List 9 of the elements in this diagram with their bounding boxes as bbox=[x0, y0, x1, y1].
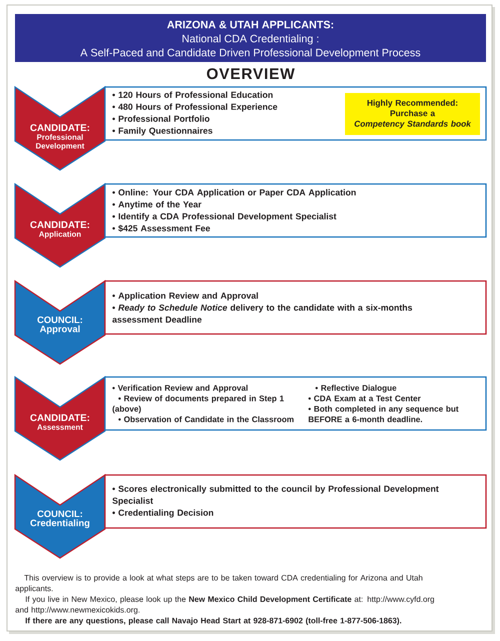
highlight-box: Highly Recommended: Purchase a Competency Standards book bbox=[345, 93, 480, 135]
step-box: • Online: Your CDA Application or Paper CDA Application • Anytime of the Year • Identify a CDA Professional Development Specialist • $425 Assessment Fee bbox=[104, 183, 487, 238]
page-heading: OVERVIEW bbox=[206, 68, 295, 80]
step-label: COUNCIL: Approval bbox=[14, 280, 106, 365]
step-box: • Application Review and Approval • Ready to Schedule Notice delivery to the candidate with a six-months assessment Deadline bbox=[104, 280, 487, 335]
title-banner: ARIZONA & UTAH APPLICANTS: National CDA Credentialing : A Self-Paced and Candidate Driven Professional Development Process bbox=[15, 14, 486, 62]
step-label: COUNCIL: Credentialing bbox=[14, 474, 106, 559]
step-box: • Scores electronically submitted to the council by Professional Development Specialist • Credentialing Decision bbox=[104, 474, 487, 529]
step-box: • Verification Review and Approval • Review of documents prepared in Step 1 (above) • Observation of Candidate in the Classroom • Reflective Dialogue • CDA Exam at a Test Center • Both completed in any sequence but BEFORE a 6-month deadline. bbox=[104, 376, 487, 431]
